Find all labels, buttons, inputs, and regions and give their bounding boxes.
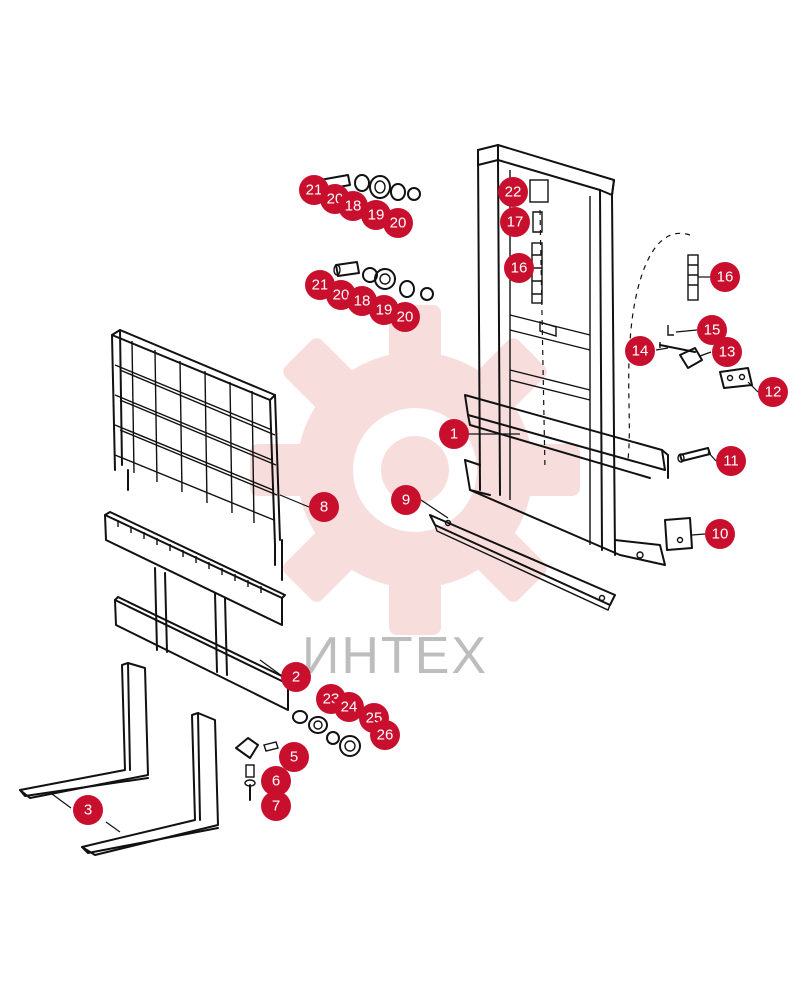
callout: 5 xyxy=(279,742,309,772)
chain-loop xyxy=(531,211,699,461)
svg-text:16: 16 xyxy=(717,269,734,286)
svg-text:6: 6 xyxy=(272,773,280,790)
callout: 2 xyxy=(281,662,311,692)
callout: 20 xyxy=(390,302,420,332)
watermark-gear-logo xyxy=(250,305,580,635)
svg-text:18: 18 xyxy=(354,293,371,310)
roller-set-upper-2 xyxy=(333,261,434,301)
roller-set-lower xyxy=(292,710,361,757)
callout: 7 xyxy=(261,791,291,821)
svg-text:7: 7 xyxy=(272,798,280,815)
svg-text:15: 15 xyxy=(704,322,721,339)
svg-text:5: 5 xyxy=(290,749,298,766)
callout: 15 xyxy=(697,315,727,345)
load-backrest xyxy=(111,329,283,581)
svg-text:24: 24 xyxy=(341,699,358,716)
callout: 10 xyxy=(705,519,735,549)
svg-text:19: 19 xyxy=(368,207,385,224)
pin-part xyxy=(677,447,711,463)
fork-carriage xyxy=(104,511,291,711)
svg-text:12: 12 xyxy=(765,384,782,401)
callout: 6 xyxy=(261,766,291,796)
leader-lines xyxy=(51,276,759,833)
pad-plate xyxy=(664,517,693,551)
callout: 16 xyxy=(710,262,740,292)
callouts: 21 20 18 19 20 21 20 18 19 20 22 17 16 1… xyxy=(73,175,788,825)
svg-text:22: 22 xyxy=(505,184,522,201)
svg-text:3: 3 xyxy=(84,802,92,819)
flat-bar xyxy=(429,514,616,611)
svg-text:18: 18 xyxy=(345,198,362,215)
forks xyxy=(19,662,219,856)
callout: 16 xyxy=(504,253,534,283)
callout: 20 xyxy=(383,208,413,238)
chain-anchor-parts xyxy=(659,325,753,389)
svg-text:10: 10 xyxy=(712,526,729,543)
svg-text:21: 21 xyxy=(306,182,323,199)
watermark-text: ИНТЕХ xyxy=(302,627,488,685)
callout: 9 xyxy=(391,485,421,515)
callout: 12 xyxy=(758,377,788,407)
callout: 26 xyxy=(370,720,400,750)
svg-text:9: 9 xyxy=(402,492,410,509)
fork-lock-hardware xyxy=(235,737,279,801)
svg-text:26: 26 xyxy=(377,727,394,744)
callout: 24 xyxy=(334,692,364,722)
svg-text:20: 20 xyxy=(397,309,414,326)
callout: 13 xyxy=(712,337,742,367)
svg-text:14: 14 xyxy=(632,343,649,360)
svg-text:17: 17 xyxy=(507,214,524,231)
svg-text:11: 11 xyxy=(723,453,739,470)
callout: 22 xyxy=(498,177,528,207)
svg-text:1: 1 xyxy=(450,426,458,443)
callout: 18 xyxy=(338,191,368,221)
svg-text:8: 8 xyxy=(320,499,328,516)
svg-text:19: 19 xyxy=(376,302,393,319)
callout: 3 xyxy=(73,795,103,825)
svg-text:21: 21 xyxy=(312,277,329,294)
svg-text:2: 2 xyxy=(292,669,300,686)
svg-text:16: 16 xyxy=(511,260,528,277)
callout: 11 xyxy=(716,446,746,476)
svg-text:20: 20 xyxy=(333,287,350,304)
callout: 14 xyxy=(625,336,655,366)
svg-text:20: 20 xyxy=(390,215,407,232)
callout: 17 xyxy=(500,207,530,237)
svg-text:13: 13 xyxy=(719,344,736,361)
callout: 8 xyxy=(309,492,339,522)
mast-frame xyxy=(464,144,669,566)
callout: 1 xyxy=(439,419,469,449)
